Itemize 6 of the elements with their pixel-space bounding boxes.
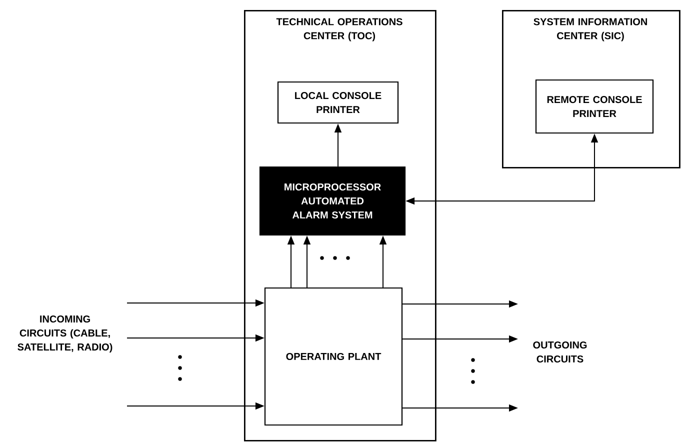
circuit-label: OUTGOING CIRCUITS [533, 341, 587, 363]
printer-box: REMOTE CONSOLE PRINTER [535, 79, 654, 134]
printer-box: LOCAL CONSOLE PRINTER [277, 81, 399, 124]
processor-box: MICROPROCESSOR AUTOMATED ALARM SYSTEM [259, 166, 406, 236]
circuit-label: INCOMING CIRCUITS (CABLE, SATELLITE, RADIO) [18, 315, 112, 353]
plant-box: OPERATING PLANT [264, 287, 403, 426]
